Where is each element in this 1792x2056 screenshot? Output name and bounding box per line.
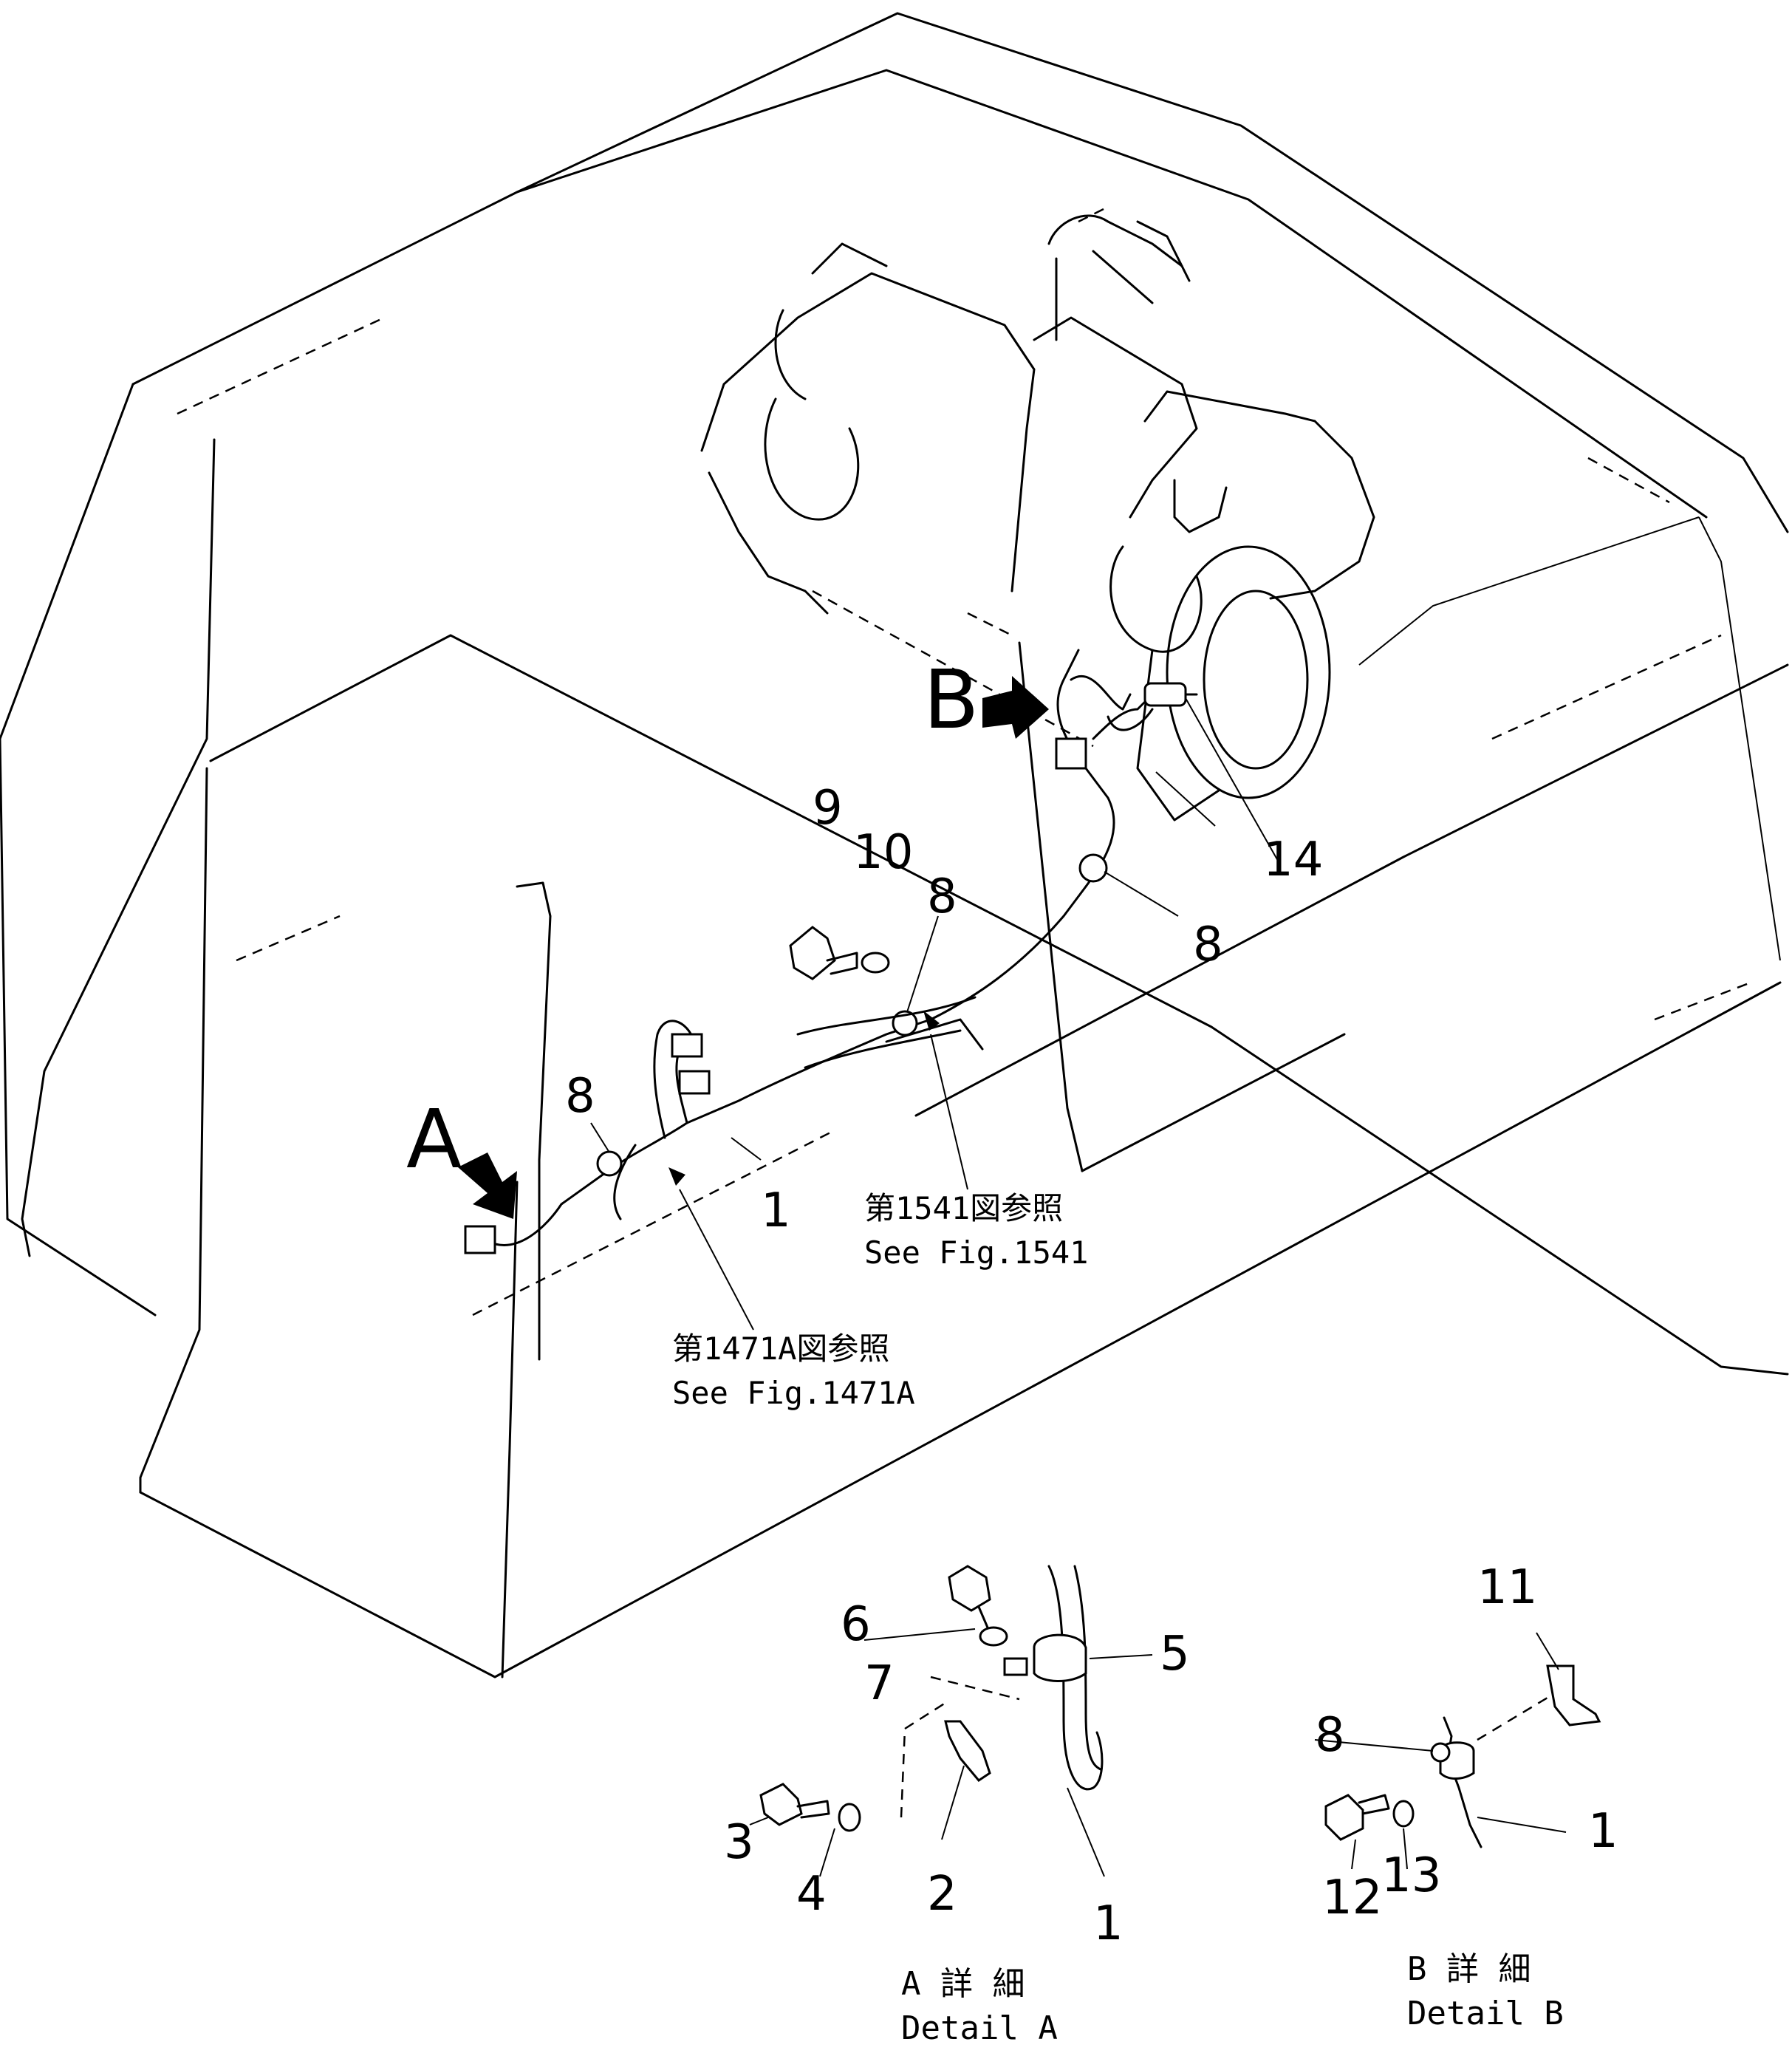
detail-b-label-8: 8 xyxy=(1315,1708,1345,1763)
detail-b-caption-ja: B 詳 細 xyxy=(1407,1950,1531,1988)
sensor-14 xyxy=(1092,682,1198,740)
detail-b-label-1: 1 xyxy=(1588,1804,1618,1859)
detail-b-marker-label: B xyxy=(923,652,979,747)
leader-lines xyxy=(590,697,1279,1331)
connector-b xyxy=(1055,737,1087,770)
part-label-8-right: 8 xyxy=(1193,918,1223,972)
clamp-8-right xyxy=(1078,853,1108,883)
note-1541-en: See Fig.1541 xyxy=(864,1234,1088,1271)
arrow-b-icon xyxy=(982,676,1049,739)
part-label-1-main: 1 xyxy=(761,1184,791,1238)
note-1541-ja: 第1541図参照 xyxy=(864,1190,1063,1226)
wiring-harness xyxy=(464,649,1154,1254)
detail-a-marker-label: A xyxy=(406,1092,462,1186)
detail-a-caption-en: Detail A xyxy=(901,2009,1058,2047)
detail-a-label-5: 5 xyxy=(1160,1627,1190,1681)
detail-a-label-4: 4 xyxy=(796,1867,827,1922)
detail-b-label-13: 13 xyxy=(1381,1848,1441,1903)
part-label-9: 9 xyxy=(813,781,843,836)
connector-lower-a xyxy=(678,1070,711,1095)
detail-a-label-2: 2 xyxy=(927,1867,957,1922)
detail-a-label-7: 7 xyxy=(864,1656,895,1711)
bolt-9 xyxy=(789,926,858,980)
clamp-8-left xyxy=(596,1150,623,1177)
detail-a-caption-ja: A 詳 細 xyxy=(901,1965,1025,2003)
connector-upper-a xyxy=(671,1033,703,1058)
connector-a xyxy=(464,1225,496,1254)
detail-a-drawing xyxy=(749,1565,1153,1877)
part-label-10: 10 xyxy=(853,825,913,880)
detail-a-label-3: 3 xyxy=(724,1815,754,1870)
detail-b-label-12: 12 xyxy=(1322,1871,1382,1925)
detail-b-drawing xyxy=(1314,1632,1601,1870)
washer-10 xyxy=(861,952,890,974)
detail-b-caption-en: Detail B xyxy=(1407,1995,1564,2032)
detail-a-label-1: 1 xyxy=(1093,1896,1124,1951)
note-1471a-en: See Fig.1471A xyxy=(672,1375,915,1411)
arrow-a-icon xyxy=(458,1152,517,1219)
detail-a-label-6: 6 xyxy=(841,1597,871,1652)
part-label-8-left: 8 xyxy=(565,1069,595,1124)
machine-body-outline xyxy=(0,12,1789,1678)
engine-assembly xyxy=(700,214,1375,822)
part-label-8-middle: 8 xyxy=(927,870,957,924)
note-1471a-ja: 第1471A図参照 xyxy=(672,1331,889,1367)
detail-b-label-11: 11 xyxy=(1477,1560,1537,1615)
part-label-14: 14 xyxy=(1263,833,1323,887)
